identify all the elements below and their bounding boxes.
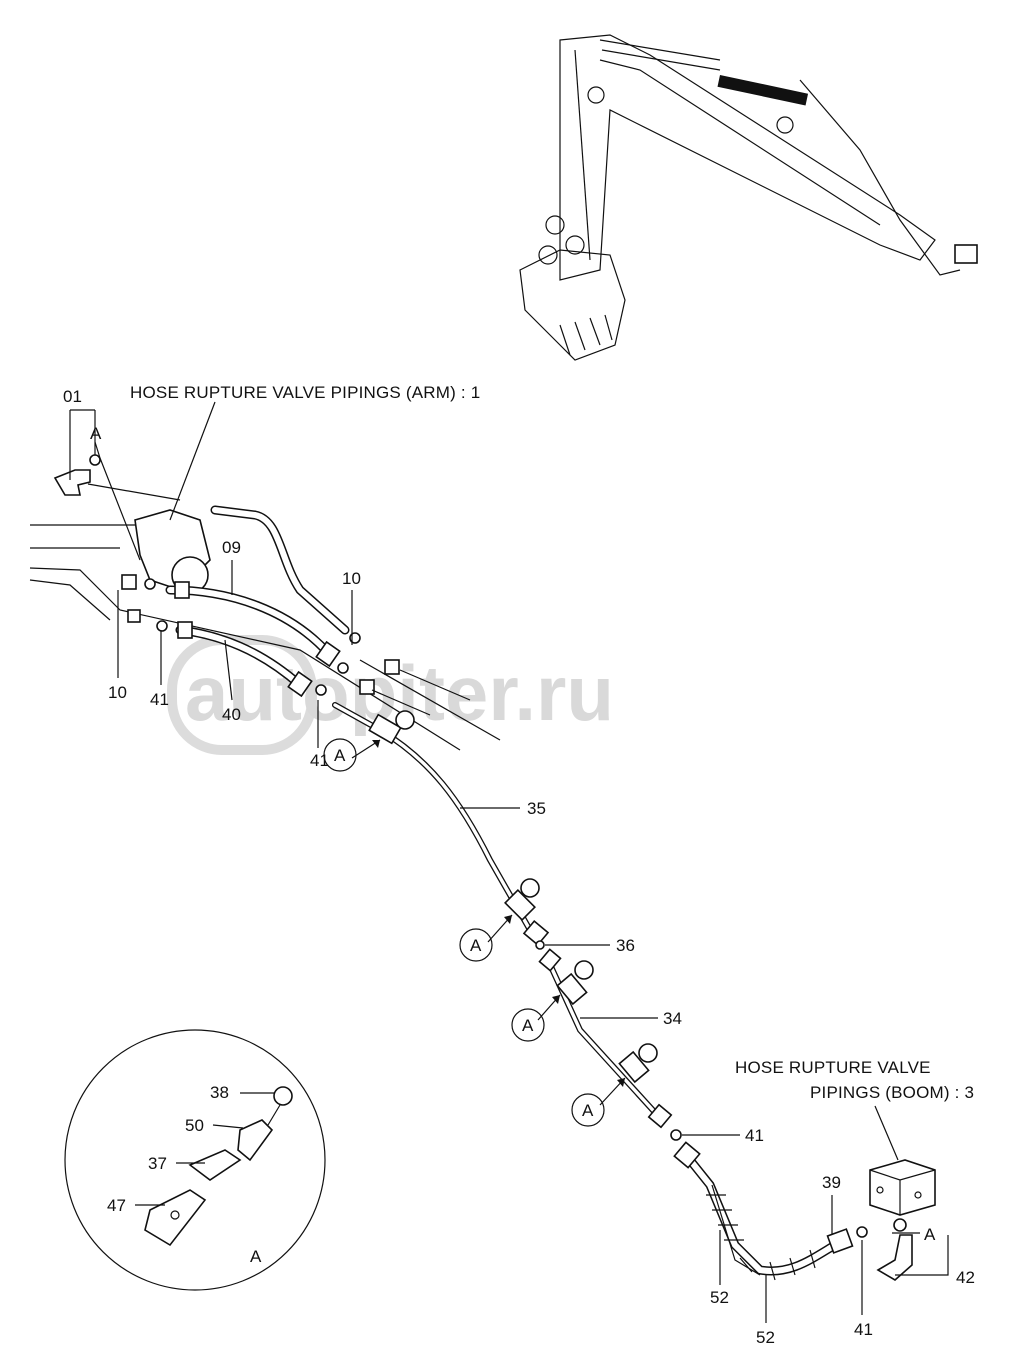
callout-a-2: A bbox=[459, 928, 493, 962]
part-label-47: 47 bbox=[107, 1196, 126, 1215]
detail-circle-label: A bbox=[250, 1247, 262, 1266]
part-label-34: 34 bbox=[663, 1009, 682, 1028]
callout-letter: A bbox=[470, 936, 482, 955]
part-label-01: 01 bbox=[63, 387, 82, 406]
boom-piping-title-line2: PIPINGS (BOOM) : 3 bbox=[810, 1083, 974, 1102]
callout-a-4: A bbox=[571, 1093, 605, 1127]
callout-letter: A bbox=[522, 1016, 534, 1035]
excavator-overview bbox=[519, 34, 978, 361]
pipe-run bbox=[332, 702, 682, 1141]
part-label-41-right: 41 bbox=[854, 1320, 873, 1339]
part-label-40: 40 bbox=[222, 705, 241, 724]
clamp bbox=[504, 878, 540, 921]
part-label-10-upper: 10 bbox=[342, 569, 361, 588]
part-label-41-boom: 41 bbox=[745, 1126, 764, 1145]
elbow-fitting-01 bbox=[53, 454, 101, 496]
detail-view-a bbox=[64, 1029, 326, 1291]
part-label-52-left: 52 bbox=[710, 1288, 729, 1307]
boom-hose bbox=[673, 1141, 936, 1281]
part-label-35: 35 bbox=[527, 799, 546, 818]
callout-a-1: A bbox=[323, 738, 357, 772]
clamp bbox=[618, 1043, 658, 1084]
arm-piping-title: HOSE RUPTURE VALVE PIPINGS (ARM) : 1 bbox=[130, 383, 480, 402]
leader-lines bbox=[69, 401, 949, 1323]
part-label-36: 36 bbox=[616, 936, 635, 955]
a-marker-right: A bbox=[924, 1225, 936, 1244]
clamp bbox=[368, 710, 415, 745]
clamp bbox=[556, 960, 594, 1006]
a-marker-label: A bbox=[90, 424, 102, 443]
part-label-50: 50 bbox=[185, 1116, 204, 1135]
callout-a-3: A bbox=[511, 1008, 545, 1042]
callout-letter: A bbox=[334, 746, 346, 765]
boom-piping-title-line1: HOSE RUPTURE VALVE bbox=[735, 1058, 931, 1077]
part-label-41-mid: 41 bbox=[310, 751, 329, 770]
arm-valve-assembly bbox=[29, 454, 501, 751]
part-label-37: 37 bbox=[148, 1154, 167, 1173]
part-label-38: 38 bbox=[210, 1083, 229, 1102]
part-label-09: 09 bbox=[222, 538, 241, 557]
part-label-42: 42 bbox=[956, 1268, 975, 1287]
part-label-52-bottom: 52 bbox=[756, 1328, 775, 1347]
part-label-39: 39 bbox=[822, 1173, 841, 1192]
part-label-41-left: 41 bbox=[150, 690, 169, 709]
callout-letter: A bbox=[582, 1101, 594, 1120]
part-label-10-lower: 10 bbox=[108, 683, 127, 702]
